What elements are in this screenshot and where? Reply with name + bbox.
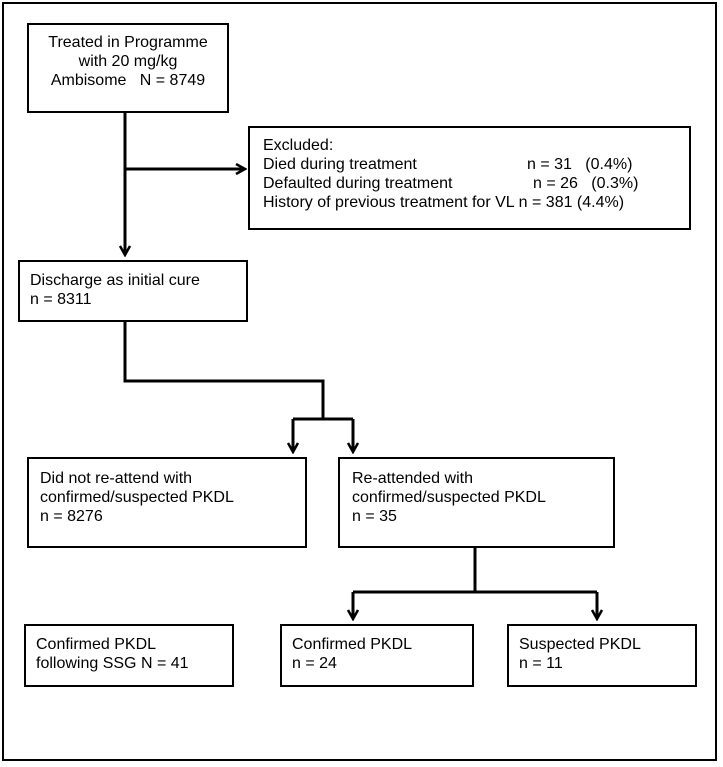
excluded-heading: Excluded: — [263, 137, 334, 154]
excluded-defaulted-label: Defaulted during treatment — [263, 175, 453, 192]
excluded-died-label: Died during treatment — [263, 156, 417, 173]
excluded-row-died: Died during treatment n = 31 (0.4%) — [263, 155, 689, 174]
confirmed-box: Confirmed PKDL n = 24 — [280, 624, 474, 687]
connector-discharge-split — [123, 322, 325, 419]
not-reattend-line-2: confirmed/suspected PKDL — [40, 489, 234, 506]
excluded-box: Excluded: Died during treatment n = 31 (… — [248, 126, 691, 230]
confirmed-ssg-line-2: following SSG N = 41 — [36, 655, 189, 672]
reattend-line-2: confirmed/suspected PKDL — [352, 489, 546, 506]
treated-box: Treated in Programme with 20 mg/kg Ambis… — [27, 23, 229, 113]
excluded-history-label: History of previous treatment for VL — [263, 194, 515, 211]
diagram-frame — [2, 2, 717, 761]
reattend-line-1: Re-attended with — [352, 470, 473, 487]
suspected-line-1: Suspected PKDL — [519, 636, 641, 653]
treated-line-1: Treated in Programme — [48, 34, 208, 51]
excluded-row-history: History of previous treatment for VL n =… — [263, 193, 689, 212]
excluded-row-defaulted: Defaulted during treatment n = 26 (0.3%) — [263, 174, 689, 193]
excluded-died-value: n = 31 (0.4%) — [527, 156, 633, 173]
suspected-line-2: n = 11 — [519, 655, 563, 672]
not-reattend-line-1: Did not re-attend with — [40, 470, 193, 487]
reattend-box: Re-attended with confirmed/suspected PKD… — [338, 457, 615, 548]
not-reattend-line-3: n = 8276 — [40, 508, 103, 525]
discharge-box: Discharge as initial cure n = 8311 — [18, 260, 248, 322]
suspected-box: Suspected PKDL n = 11 — [507, 624, 697, 687]
treated-line-2: with 20 mg/kg — [78, 53, 178, 70]
discharge-line-1: Discharge as initial cure — [30, 272, 200, 289]
confirmed-ssg-line-1: Confirmed PKDL — [36, 636, 157, 653]
confirmed-line-2: n = 24 — [292, 655, 337, 672]
not-reattend-box: Did not re-attend with confirmed/suspect… — [27, 457, 307, 548]
reattend-line-3: n = 35 — [352, 508, 397, 525]
confirmed-line-1: Confirmed PKDL — [292, 636, 413, 653]
confirmed-ssg-box: Confirmed PKDL following SSG N = 41 — [24, 624, 234, 687]
discharge-line-2: n = 8311 — [30, 291, 92, 308]
excluded-history-value: n = 381 (4.4%) — [518, 194, 625, 211]
treated-line-3: Ambisome N = 8749 — [50, 72, 206, 89]
excluded-defaulted-value: n = 26 (0.3%) — [533, 175, 639, 192]
